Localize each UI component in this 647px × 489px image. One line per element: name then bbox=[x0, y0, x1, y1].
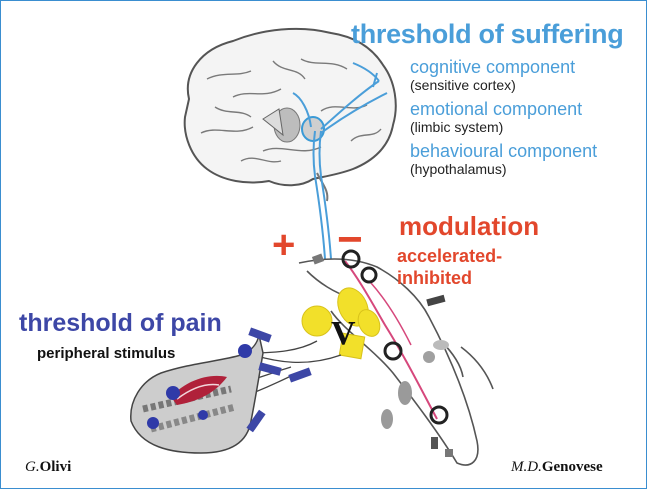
peripheral-stimulus-label: peripheral stimulus bbox=[37, 345, 175, 362]
emotional-component-detail: (limbic system) bbox=[410, 119, 503, 135]
author-left-name: Olivi bbox=[40, 459, 72, 475]
modulation-title: modulation bbox=[399, 211, 539, 242]
trigeminal-v-label: V bbox=[331, 315, 356, 353]
author-right-initial: M.D. bbox=[511, 459, 542, 475]
modulation-inhibited: inhibited bbox=[397, 267, 472, 289]
author-left-initial: G. bbox=[25, 459, 40, 475]
modulation-accelerated: accelerated- bbox=[397, 245, 502, 267]
cognitive-component-label: cognitive component bbox=[410, 57, 575, 78]
brain-illustration bbox=[185, 29, 396, 201]
plus-sign: + bbox=[272, 223, 295, 268]
author-right-name: Genovese bbox=[542, 459, 603, 475]
threshold-of-suffering-title: threshold of suffering bbox=[351, 19, 623, 50]
cognitive-component-detail: (sensitive cortex) bbox=[410, 77, 516, 93]
author-left: G.Olivi bbox=[25, 459, 71, 476]
behavioural-component-label: behavioural component bbox=[410, 141, 597, 162]
brainstem-outline bbox=[299, 259, 493, 465]
author-right: M.D.Genovese bbox=[511, 459, 603, 476]
emotional-component-label: emotional component bbox=[410, 99, 582, 120]
minus-sign: − bbox=[337, 215, 363, 265]
behavioural-component-detail: (hypothalamus) bbox=[410, 161, 507, 177]
threshold-of-pain-title: threshold of pain bbox=[19, 309, 222, 338]
